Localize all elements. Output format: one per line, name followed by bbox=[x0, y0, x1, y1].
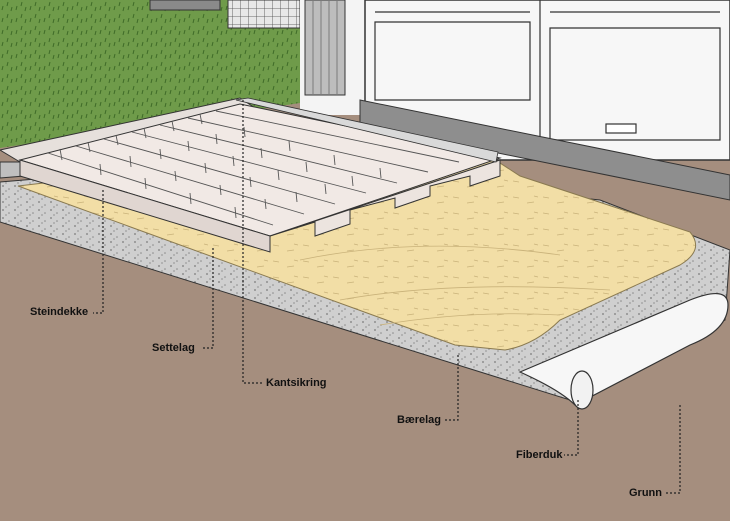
baerelag-label: Bærelag bbox=[397, 414, 442, 426]
grunn-leader bbox=[666, 405, 681, 494]
settelag-ripples bbox=[299, 245, 611, 326]
kantsikring-strip bbox=[235, 97, 499, 163]
steindekke-front-face bbox=[19, 159, 271, 253]
fiberduk-label: Fiberduk bbox=[516, 449, 563, 461]
steindekke-stepped-edge bbox=[269, 159, 501, 237]
garage-door-panels bbox=[374, 0, 721, 150]
planter-box bbox=[149, 0, 221, 11]
steindekke-label: Steindekke bbox=[30, 306, 89, 318]
grunn-label: Grunn bbox=[629, 487, 662, 499]
fence-panel bbox=[227, 0, 301, 29]
steindekke-leader bbox=[93, 190, 104, 314]
settelag-label: Settelag bbox=[152, 342, 195, 354]
baerelag-leader bbox=[444, 355, 459, 421]
kantsikring-label: Kantsikring bbox=[266, 377, 327, 389]
threshold bbox=[359, 99, 730, 201]
kantsikring-leader bbox=[242, 100, 263, 384]
fiberduk-leader bbox=[564, 400, 579, 456]
fiberduk-layer bbox=[518, 293, 729, 406]
settelag-leader bbox=[203, 248, 214, 349]
door-handle bbox=[605, 123, 637, 134]
downpipe bbox=[304, 0, 346, 96]
downpipe-ribs bbox=[312, 0, 338, 95]
steindekke-brick-lines bbox=[47, 110, 460, 226]
fiberduk-roll-end bbox=[570, 370, 594, 410]
